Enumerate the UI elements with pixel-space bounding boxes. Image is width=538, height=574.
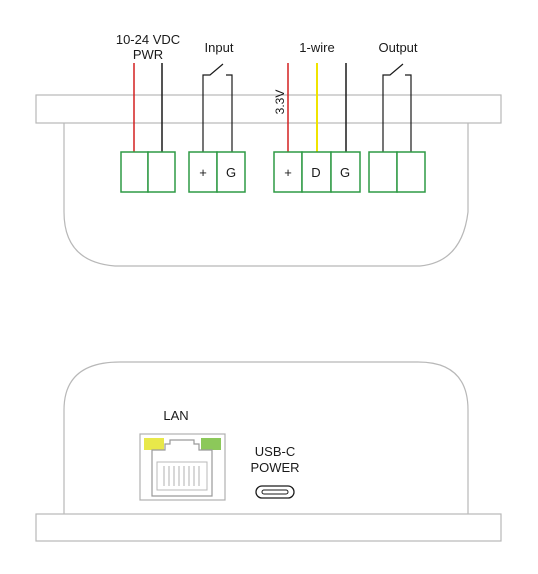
output-terminal-block bbox=[368, 151, 426, 193]
usb-label-line2: POWER bbox=[250, 460, 299, 475]
onewire-pin-d: D bbox=[311, 165, 320, 180]
onewire-pin-plus: + bbox=[284, 165, 292, 180]
input-pin-plus: + bbox=[199, 165, 207, 180]
input-label: Input bbox=[205, 40, 234, 55]
lan-led-green bbox=[201, 438, 221, 450]
input-pin-g: G bbox=[226, 165, 236, 180]
voltage-label: 3.3V bbox=[273, 90, 287, 115]
onewire-label: 1-wire bbox=[299, 40, 334, 55]
bottom-enclosure bbox=[35, 361, 502, 542]
usb-label-line1: USB-C bbox=[255, 444, 295, 459]
output-label: Output bbox=[378, 40, 417, 55]
usb-c-port-icon bbox=[255, 485, 295, 499]
input-switch-symbol bbox=[202, 63, 233, 152]
output-switch-symbol bbox=[382, 63, 412, 152]
lan-led-yellow bbox=[144, 438, 164, 450]
lan-label: LAN bbox=[163, 408, 188, 423]
onewire-terminal-block bbox=[273, 151, 361, 193]
top-enclosure bbox=[35, 94, 502, 267]
lan-port-icon bbox=[139, 433, 226, 501]
input-terminal-block bbox=[188, 151, 246, 193]
pwr-label-line2: PWR bbox=[133, 47, 163, 62]
pwr-terminal-block bbox=[120, 151, 176, 193]
onewire-pin-g: G bbox=[340, 165, 350, 180]
pwr-label-line1: 10-24 VDC bbox=[116, 32, 180, 47]
